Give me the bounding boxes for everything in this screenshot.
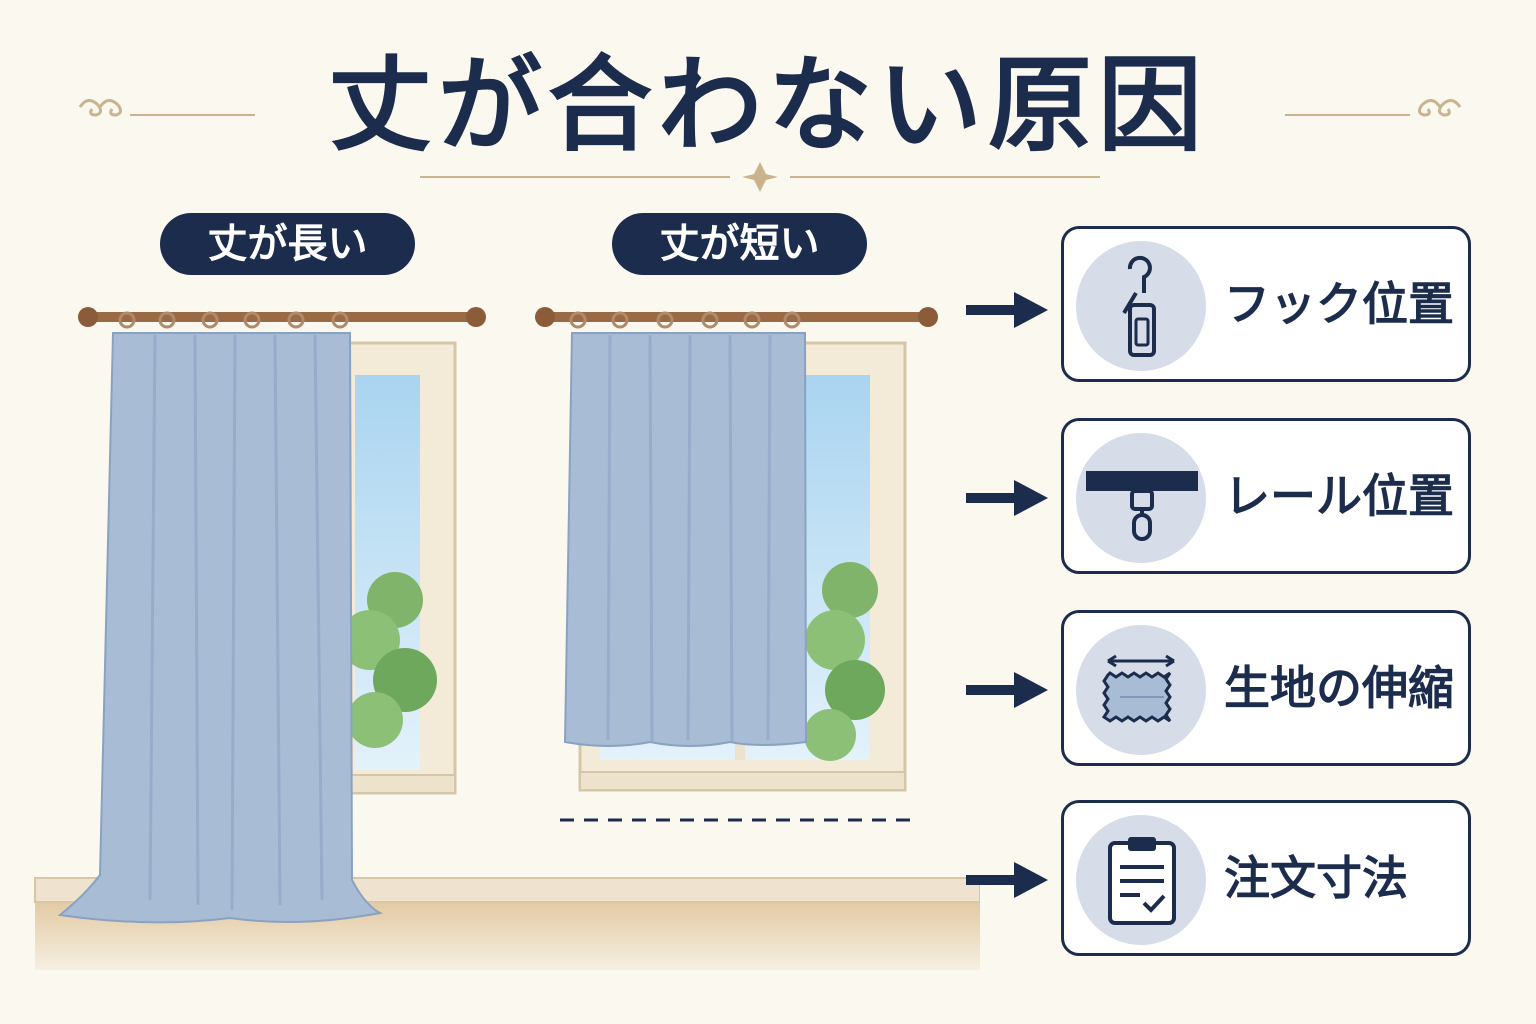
long-curtain xyxy=(57,332,383,924)
cause-card-hook: フック位置 xyxy=(1061,226,1471,382)
right-curtain-rod xyxy=(535,307,938,329)
curtain-illustration xyxy=(34,307,980,970)
left-ornament xyxy=(78,99,255,117)
cause-label: フック位置 xyxy=(1224,277,1454,331)
title-divider xyxy=(420,162,1100,192)
rail-icon xyxy=(1086,471,1198,541)
arrow-icon xyxy=(966,862,1048,898)
cause-label: 生地の伸縮 xyxy=(1224,661,1454,715)
short-curtain xyxy=(563,332,808,747)
page-title: 丈が合わない原因 xyxy=(327,43,1208,166)
clipboard-icon xyxy=(1108,837,1176,925)
cause-card-order-size: 注文寸法 xyxy=(1061,800,1471,956)
fabric-stretch-icon xyxy=(1101,654,1175,723)
cause-label: 注文寸法 xyxy=(1224,851,1408,905)
short-label: 丈が短い xyxy=(612,213,867,275)
hook-icon xyxy=(1122,255,1156,357)
long-label: 丈が長い xyxy=(160,213,415,275)
left-curtain-rod xyxy=(78,307,486,329)
cause-card-rail: レール位置 xyxy=(1061,418,1471,574)
arrow-icon xyxy=(966,292,1048,328)
arrow-icon xyxy=(966,480,1048,516)
right-ornament xyxy=(1285,99,1462,117)
cause-card-fabric: 生地の伸縮 xyxy=(1061,610,1471,766)
arrow-icon xyxy=(966,672,1048,708)
left-window xyxy=(338,341,457,795)
cause-label: レール位置 xyxy=(1224,469,1454,523)
